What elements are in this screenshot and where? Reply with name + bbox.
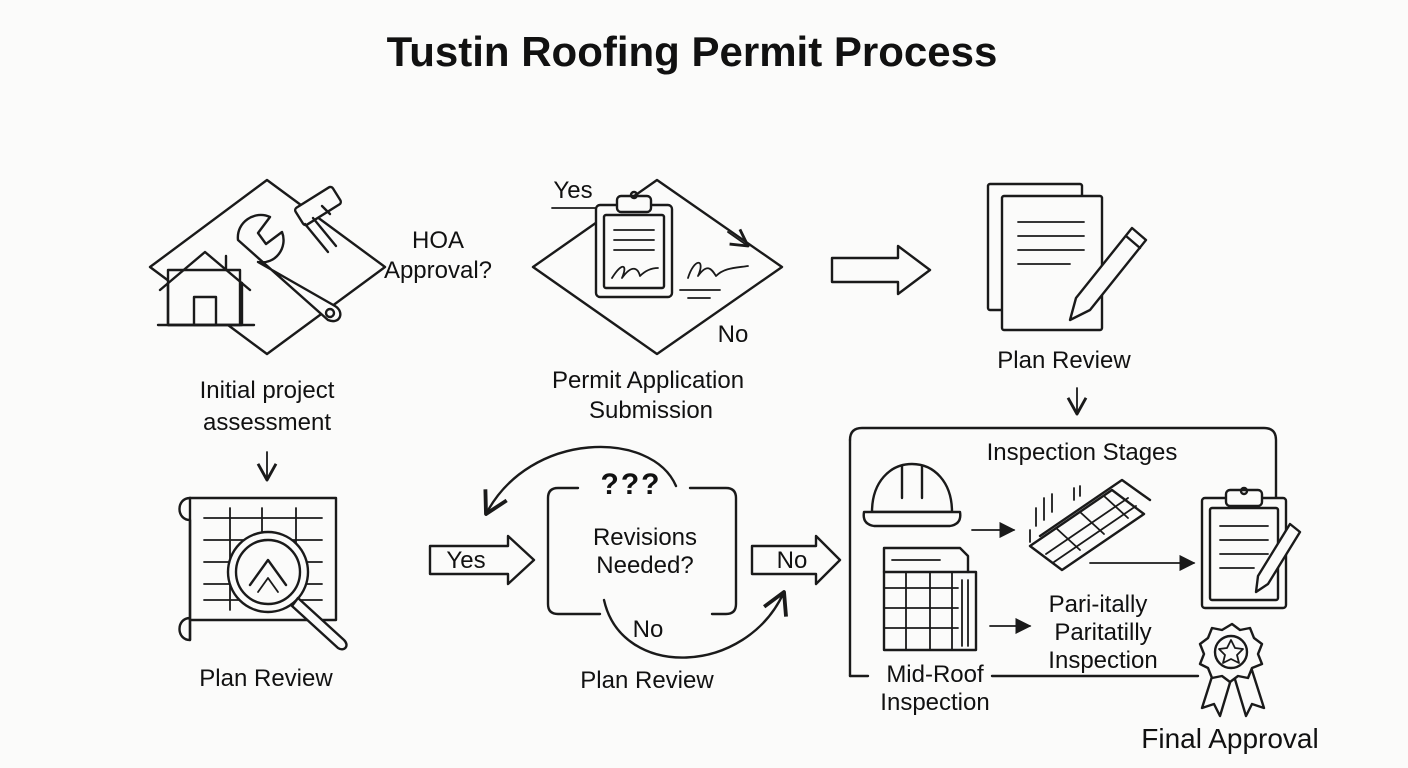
clipboard-icon — [594, 190, 674, 299]
permit-application-label-1: Permit Application — [552, 367, 744, 394]
roof-shingles-icon — [1028, 478, 1152, 572]
hard-hat-icon — [862, 462, 962, 528]
inspection-stages-panel: Inspection Stages — [848, 426, 1319, 754]
revisions-decision-node: ??? Revisions Needed? No Plan Review — [483, 445, 788, 694]
no-loop-label: No — [633, 616, 664, 643]
plan-review-documents-node: Plan Review — [986, 182, 1148, 374]
house-icon — [156, 250, 256, 327]
clipboard-pencil-icon — [1200, 486, 1302, 610]
revisions-label-1: Revisions — [593, 524, 697, 551]
arrow-permit-to-plan-review — [830, 244, 932, 296]
final-approval-label: Final Approval — [1141, 723, 1318, 754]
plan-review-top-label: Plan Review — [997, 347, 1131, 374]
initial-assessment-node: HOA Approval? Initial project assessment — [148, 178, 492, 436]
loop-arrow-bottom — [602, 590, 788, 659]
award-ribbon-icon — [1198, 622, 1266, 718]
yes-arrow-label: Yes — [446, 547, 485, 574]
hoa-approval-label-1: HOA — [412, 227, 464, 254]
building-icon — [882, 546, 978, 652]
no-arrow: No — [750, 534, 842, 586]
partial-inspection-label-1: Pari-itally — [1049, 591, 1148, 618]
loop-arrow-top — [483, 445, 678, 516]
permit-application-node: Yes No Permit Application Submission — [531, 177, 784, 424]
plan-review-left-label: Plan Review — [199, 665, 333, 692]
blueprint-magnifier-icon — [178, 496, 348, 651]
revisions-label-2: Needed? — [596, 552, 693, 579]
documents-pen-icon — [986, 182, 1148, 332]
yes-arrow-mark — [727, 228, 750, 248]
wrench-icon — [236, 213, 342, 323]
question-marks: ??? — [601, 468, 662, 501]
plan-review-blueprint-node: Plan Review — [178, 496, 348, 692]
signature-mark — [687, 261, 749, 279]
yes-top-label: Yes — [553, 177, 592, 204]
yes-arrow: Yes — [428, 534, 536, 586]
no-top-label: No — [718, 321, 749, 348]
initial-assessment-label-2: assessment — [203, 409, 331, 436]
hammer-icon — [293, 185, 343, 254]
mid-roof-label-2: Inspection — [880, 689, 989, 716]
plan-review-center-label: Plan Review — [580, 667, 714, 694]
permit-application-label-2: Submission — [589, 397, 713, 424]
page-title: Tustin Roofing Permit Process — [387, 28, 998, 75]
initial-assessment-label-1: Initial project — [200, 377, 335, 404]
partial-inspection-label-2: Paritatilly — [1054, 619, 1151, 646]
hoa-approval-label-2: Approval? — [384, 257, 492, 284]
mid-roof-label-1: Mid-Roof — [886, 661, 984, 688]
partial-inspection-label-3: Inspection — [1048, 647, 1157, 674]
no-arrow-label: No — [777, 547, 808, 574]
assessment-diamond — [148, 178, 387, 356]
inspection-stages-title: Inspection Stages — [987, 439, 1178, 466]
